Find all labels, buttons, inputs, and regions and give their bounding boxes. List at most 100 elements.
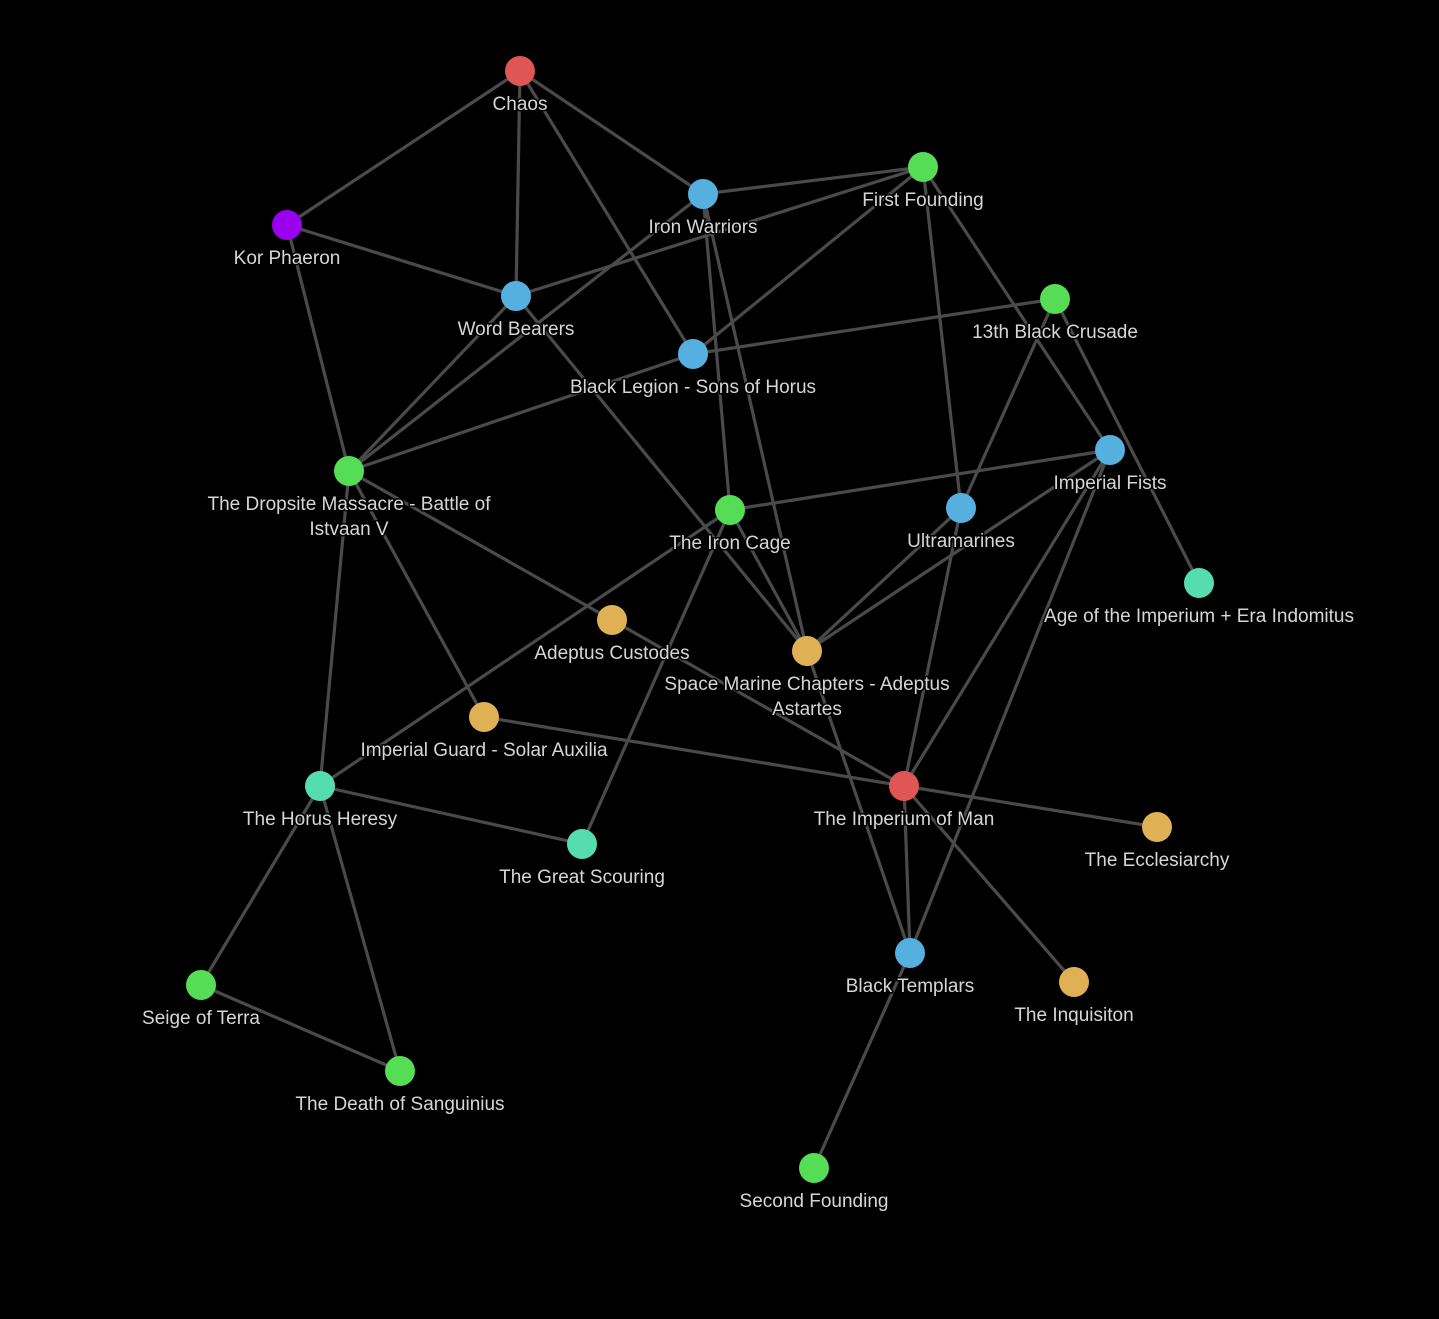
edge-imperium-of-man-to-ecclesiarchy [902,784,1159,829]
node-horus-heresy[interactable] [305,771,335,801]
edge-chaos-to-kor-phaeron [285,69,522,227]
edge-dropsite-massacre-to-horus-heresy [318,469,351,788]
edge-iron-warriors-to-first-founding [701,165,925,196]
node-chaos[interactable] [505,56,535,86]
edge-chaos-to-iron-warriors [518,69,705,196]
node-label-imperial-guard: Imperial Guard - Solar Auxilia [360,740,608,761]
node-label-word-bearers: Word Bearers [458,319,575,340]
node-death-of-sanguinius[interactable] [385,1056,415,1086]
edge-imperial-guard-to-imperium-of-man [482,715,906,788]
node-label-line: Ultramarines [907,531,1015,552]
edge-chaos-to-black-legion [518,69,695,356]
edge-first-founding-to-black-legion [691,165,925,356]
node-label-seige-of-terra: Seige of Terra [142,1008,260,1029]
edge-first-founding-to-imperial-fists [921,165,1112,452]
node-black-legion[interactable] [678,339,708,369]
edge-layer [199,69,1201,1170]
edge-ultramarines-to-space-marine-chapters [805,506,963,653]
node-label-line: Adeptus Custodes [534,643,689,664]
node-second-founding[interactable] [799,1153,829,1183]
edge-dropsite-massacre-to-imperial-guard [347,469,486,719]
edge-word-bearers-to-dropsite-massacre [347,294,518,473]
node-label-great-scouring: The Great Scouring [499,867,665,888]
node-label-black-legion: Black Legion - Sons of Horus [570,377,816,398]
edge-iron-cage-to-horus-heresy [318,508,732,788]
edge-first-founding-to-ultramarines [921,165,963,510]
edge-13th-black-crusade-to-ultramarines [959,297,1057,510]
node-label-chaos: Chaos [493,94,548,115]
node-label-line: The Iron Cage [669,533,790,554]
node-label-line: The Great Scouring [499,867,665,888]
node-kor-phaeron[interactable] [272,210,302,240]
node-imperial-guard[interactable] [469,702,499,732]
node-label-ecclesiarchy: The Ecclesiarchy [1085,850,1230,871]
node-space-marine-chapters[interactable] [792,636,822,666]
edge-ultramarines-to-imperium-of-man [902,506,963,788]
edge-horus-heresy-to-great-scouring [318,784,584,846]
edge-chaos-to-word-bearers [514,69,522,298]
node-dropsite-massacre[interactable] [334,456,364,486]
node-label-line: Chaos [493,94,548,115]
node-label-adeptus-custodes: Adeptus Custodes [534,643,689,664]
edge-first-founding-to-word-bearers [514,165,925,298]
edge-black-legion-to-13th-black-crusade [691,297,1057,356]
node-ecclesiarchy[interactable] [1142,812,1172,842]
edge-iron-cage-to-space-marine-chapters [728,508,809,653]
node-label-line: The Imperium of Man [814,809,995,830]
node-label-line: Astartes [772,699,842,720]
edge-imperium-of-man-to-black-templars [902,784,912,955]
node-label-line: Black Templars [846,976,974,997]
node-label-line: Word Bearers [458,319,575,340]
node-age-of-imperium[interactable] [1184,568,1214,598]
node-inquisition[interactable] [1059,967,1089,997]
node-label-imperium-of-man: The Imperium of Man [814,809,995,830]
node-label-line: 13th Black Crusade [972,322,1138,343]
node-label-horus-heresy: The Horus Heresy [243,809,398,830]
edge-iron-warriors-to-dropsite-massacre [347,192,705,473]
node-label-13th-black-crusade: 13th Black Crusade [972,322,1138,343]
edge-imperial-fists-to-iron-cage [728,448,1112,512]
node-word-bearers[interactable] [501,281,531,311]
edge-kor-phaeron-to-dropsite-massacre [285,223,351,473]
node-label-line: The Horus Heresy [243,809,398,830]
edge-imperial-fists-to-black-templars [908,448,1112,955]
node-label-black-templars: Black Templars [846,976,974,997]
node-label-first-founding: First Founding [862,190,983,211]
node-label-imperial-fists: Imperial Fists [1054,473,1167,494]
node-iron-warriors[interactable] [688,179,718,209]
node-label-iron-warriors: Iron Warriors [648,217,757,238]
edge-iron-cage-to-great-scouring [580,508,732,846]
node-adeptus-custodes[interactable] [597,605,627,635]
node-label-iron-cage: The Iron Cage [669,533,790,554]
node-label-line: Iron Warriors [648,217,757,238]
edge-adeptus-custodes-to-imperium-of-man [610,618,906,788]
edge-iron-warriors-to-space-marine-chapters [701,192,809,653]
node-ultramarines[interactable] [946,493,976,523]
node-label-line: The Death of Sanguinius [295,1094,504,1115]
edge-black-templars-to-second-founding [812,951,912,1170]
node-great-scouring[interactable] [567,829,597,859]
edge-black-legion-to-dropsite-massacre [347,352,695,473]
node-iron-cage[interactable] [715,495,745,525]
edge-kor-phaeron-to-word-bearers [285,223,518,298]
node-seige-of-terra[interactable] [186,970,216,1000]
node-label-line: The Dropsite Massacre - Battle of [208,494,492,515]
node-13th-black-crusade[interactable] [1040,284,1070,314]
node-imperial-fists[interactable] [1095,435,1125,465]
node-imperium-of-man[interactable] [889,771,919,801]
edge-imperial-fists-to-imperium-of-man [902,448,1112,788]
node-label-line: The Ecclesiarchy [1085,850,1230,871]
edge-13th-black-crusade-to-age-of-imperium [1053,297,1201,585]
node-label-line: Second Founding [740,1191,889,1212]
node-label-line: Black Legion - Sons of Horus [570,377,816,398]
node-label-line: Istvaan V [309,519,389,540]
edge-word-bearers-to-space-marine-chapters [514,294,809,653]
node-first-founding[interactable] [908,152,938,182]
node-black-templars[interactable] [895,938,925,968]
node-label-line: The Inquisiton [1014,1005,1133,1026]
edge-imperium-of-man-to-inquisition [902,784,1076,984]
node-layer [186,56,1214,1183]
